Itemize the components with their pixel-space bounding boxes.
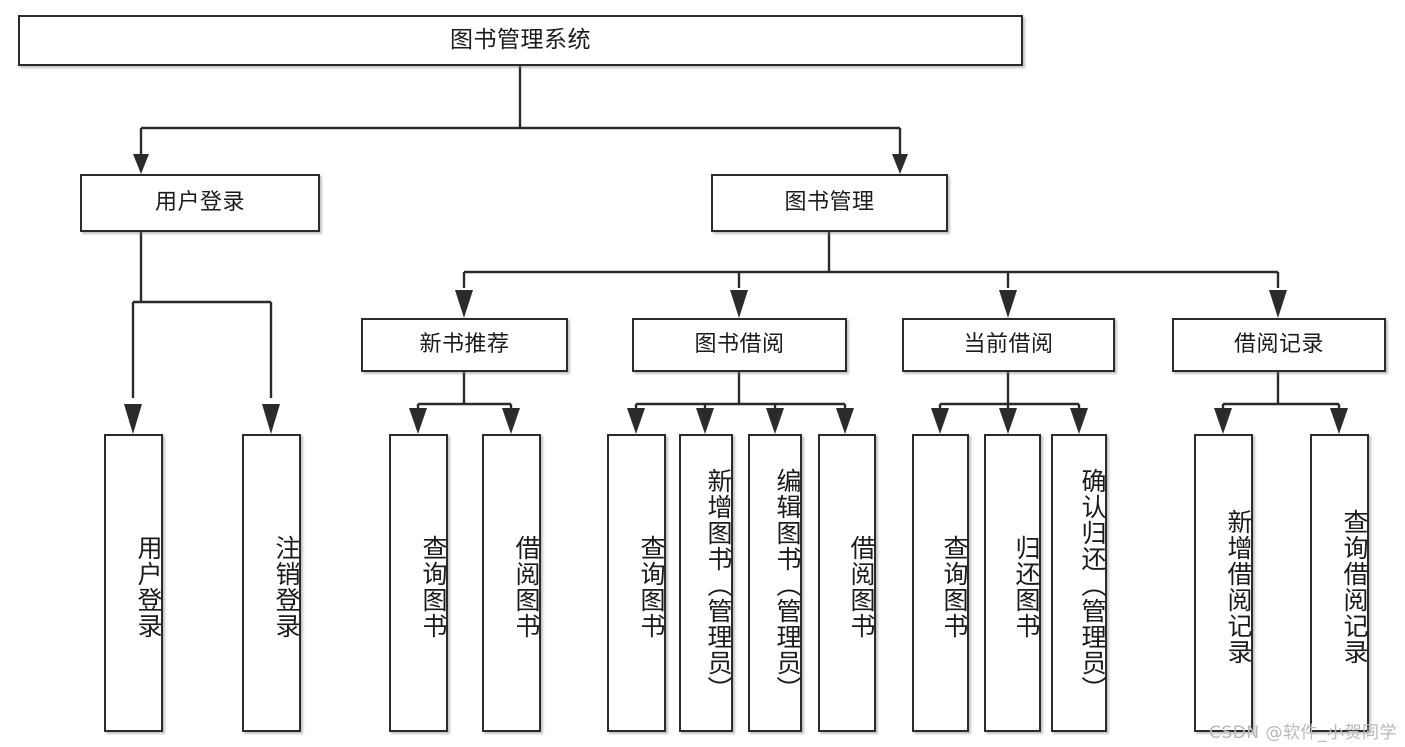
node-book-borrow[interactable]: 图书借阅	[632, 318, 847, 372]
leaf-add-borrow-record[interactable]: 新增借阅记录	[1194, 434, 1253, 732]
node-new-book-recommend[interactable]: 新书推荐	[361, 318, 568, 372]
leaf-add-book-admin[interactable]: 新增图书（管理员）	[679, 434, 733, 732]
leaf-query-book-borrow[interactable]: 查询图书	[607, 434, 666, 732]
node-book-management[interactable]: 图书管理	[711, 174, 948, 232]
leaf-user-login[interactable]: 用户登录	[104, 434, 163, 732]
leaf-logout[interactable]: 注销登录	[242, 434, 301, 732]
leaf-query-borrow-record[interactable]: 查询借阅记录	[1310, 434, 1369, 732]
leaf-query-book-current[interactable]: 查询图书	[912, 434, 969, 732]
leaf-return-book[interactable]: 归还图书	[984, 434, 1041, 732]
leaf-edit-book-admin[interactable]: 编辑图书（管理员）	[748, 434, 802, 732]
node-root-system[interactable]: 图书管理系统	[18, 15, 1023, 66]
leaf-confirm-return-admin[interactable]: 确认归还（管理员）	[1051, 434, 1107, 732]
leaf-query-book-newbook[interactable]: 查询图书	[389, 434, 448, 732]
leaf-borrow-book-newbook[interactable]: 借阅图书	[482, 434, 541, 732]
watermark-text: CSDN @软件_小贺同学	[1209, 723, 1397, 743]
node-user-login[interactable]: 用户登录	[80, 174, 320, 232]
node-current-borrow[interactable]: 当前借阅	[902, 318, 1115, 372]
leaf-borrow-book[interactable]: 借阅图书	[818, 434, 876, 732]
node-borrow-records[interactable]: 借阅记录	[1172, 318, 1386, 372]
